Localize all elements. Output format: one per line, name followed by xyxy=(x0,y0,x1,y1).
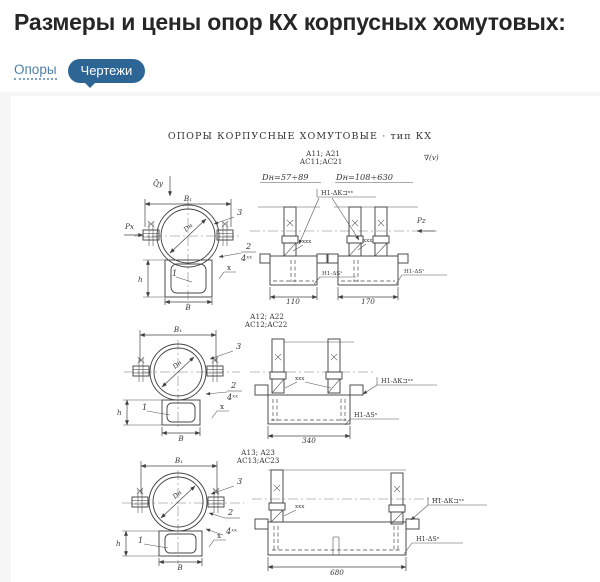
row3-dim-b1: В₁ xyxy=(174,456,183,465)
tab-chertezhi[interactable]: Чертежи xyxy=(67,59,146,88)
row1-force-lateral: Рх xyxy=(124,222,134,231)
row2-stud-weld: ххх xyxy=(295,376,305,382)
row2-part-3: 3 xyxy=(236,341,241,351)
drawing-panel xyxy=(11,96,600,582)
tab-chertezhi-label: Чертежи xyxy=(80,63,133,78)
row2-pipe-diameter-label: Dн xyxy=(170,358,183,371)
row2-cross-section: Dн xyxy=(124,340,240,428)
drawing-row-3: А13; А23 АС13;АС23 Dн xyxy=(116,448,487,577)
row2-base-length: 340 xyxy=(302,436,316,445)
page-title: Размеры и цены опор КХ корпусных хомутов… xyxy=(14,9,566,35)
row3-cross-section: Dн xyxy=(122,470,244,564)
tab-opory[interactable]: Опоры xyxy=(14,62,57,80)
row3-pipe-diameter-label: Dн xyxy=(170,488,183,501)
row2-part-4: 4ˣˣ xyxy=(226,392,238,402)
row3-dim-h: h xyxy=(116,539,121,548)
row1-base-length-small: 110 xyxy=(286,297,300,306)
drawing-row-1: А11; А21 АС11;АС21 Dн=57÷89 Dн=108÷630 D… xyxy=(124,149,447,312)
row1-base-length-large: 170 xyxy=(361,297,375,306)
row1-dim-h: h xyxy=(138,275,143,284)
row1-pipe-diameter-label: Dн xyxy=(181,221,194,234)
row2-part-1: 1 xyxy=(142,402,147,412)
row3-base-dimension xyxy=(267,557,407,571)
row3-section-dimensions xyxy=(122,461,218,566)
row3-dim-b: В xyxy=(176,563,182,572)
row1-part-1: 1 xyxy=(172,268,177,278)
technical-drawing: ОПОРЫ КОРПУСНЫЕ ХОМУТОВЫЕ · тип КХ ∇(v) … xyxy=(116,131,487,577)
row3-part-4: 4ˣˣ xyxy=(225,526,237,536)
drawing-title: ОПОРЫ КОРПУСНЫЕ ХОМУТОВЫЕ · тип КХ xyxy=(168,131,432,142)
row1-weld-seam-s-left: Н1-ΔSˣ xyxy=(322,271,343,277)
tab-bar: Опоры Чертежи xyxy=(14,59,146,88)
row2-weld-flag: х xyxy=(220,402,224,411)
row2-dim-h: h xyxy=(117,408,122,417)
row1-force-axial: Рz xyxy=(416,216,426,225)
drawing-row-2: А12; А22 АС12;АС22 Dн xyxy=(117,312,437,445)
row3-base-length: 680 xyxy=(330,568,344,577)
row2-models-line2: АС12;АС22 xyxy=(245,320,288,329)
row2-side-view xyxy=(250,338,374,425)
row2-weld-seam-k: Н1-ΔК⊐ˣˣ xyxy=(381,377,413,385)
row1-dn-range-large: Dн=108÷630 xyxy=(335,172,393,182)
row1-force-vertical: Q̄у xyxy=(153,179,164,188)
roughness-mark: ∇(v) xyxy=(424,153,439,162)
row1-weld-seam-k: Н1-ΔК⊐ˣˣ xyxy=(321,189,353,197)
row1-dn-range-small: Dн=57÷89 xyxy=(261,172,309,182)
row3-part-1: 1 xyxy=(138,535,143,545)
row2-models-line1: А12; А22 xyxy=(250,312,284,321)
row3-weld-seam-k: Н1-ΔК⊐ˣˣ xyxy=(432,497,464,505)
row1-dim-b: В xyxy=(184,303,190,312)
row3-side-view xyxy=(252,469,442,556)
row2-weld-seam-s: Н1-ΔSˣ xyxy=(354,411,378,419)
row3-part-3: 3 xyxy=(237,476,242,486)
row1-side-views xyxy=(250,206,437,286)
row3-models-line2: АС13;АС23 xyxy=(237,456,280,465)
row1-dim-b1: В₁ xyxy=(183,194,192,203)
row1-base-dimensions xyxy=(269,287,399,300)
row3-weld-flag: х xyxy=(217,531,221,540)
row3-weld-seam-s: Н1-ΔSˣ xyxy=(416,535,440,543)
row1-section-dimensions xyxy=(143,199,232,305)
row2-part-2: 2 xyxy=(230,380,236,390)
row3-models-line1: А13; А23 xyxy=(241,448,275,457)
row2-dim-b1: В₁ xyxy=(173,325,182,334)
tab-pointer-icon xyxy=(83,82,96,88)
row1-stud-weld-left: ххх xyxy=(302,239,312,245)
row1-part-4: 4ˣˣ xyxy=(240,253,252,263)
row1-models-line2: АС11;АС21 xyxy=(300,157,343,166)
row2-base-dimension xyxy=(267,426,351,439)
row1-models-line1: А11; А21 xyxy=(306,149,340,158)
row1-cross-section: Dн xyxy=(134,200,242,304)
row2-section-dimensions xyxy=(123,330,217,436)
row1-part-2: 2 xyxy=(245,241,251,251)
row2-dim-b: В xyxy=(177,434,183,443)
row1-stud-weld-right: ххх xyxy=(363,238,373,244)
row1-weld-seam-s-right: Н1-ΔSˣ xyxy=(404,269,425,275)
row3-stud-weld: ххх xyxy=(295,504,305,510)
row1-part-3: 3 xyxy=(237,207,242,217)
row3-part-2: 2 xyxy=(227,507,233,517)
row1-weld-flag: х xyxy=(227,263,231,272)
